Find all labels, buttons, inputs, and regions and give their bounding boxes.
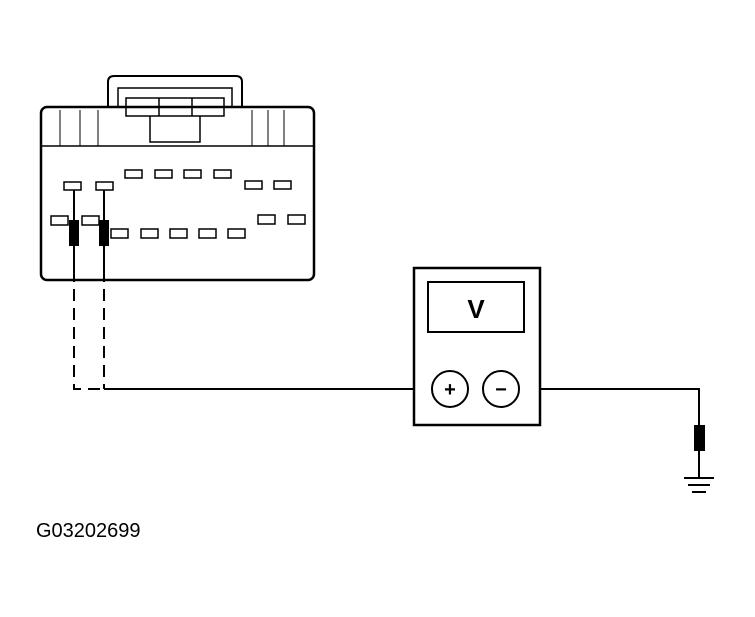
pin-row-upper [63, 169, 292, 191]
positive-terminal [431, 370, 469, 408]
dashed-lead [73, 270, 104, 390]
wiring [73, 270, 700, 425]
ground-icon [684, 477, 714, 493]
voltmeter-display [427, 281, 525, 333]
connector-latch [107, 75, 243, 107]
test-probe-left [69, 190, 79, 270]
connector-latch-inner [117, 87, 233, 107]
ground-probe [694, 425, 705, 478]
connector-body [39, 105, 316, 282]
voltmeter: V + − [412, 266, 542, 427]
negative-terminal-symbol: − [495, 379, 507, 401]
pin-row-lower [50, 214, 306, 239]
positive-terminal-symbol: + [444, 379, 456, 401]
negative-wire [520, 388, 700, 425]
negative-terminal [482, 370, 520, 408]
connector [39, 75, 316, 282]
voltmeter-display-label: V [467, 294, 485, 324]
test-probe-right [99, 190, 109, 270]
figure-id: G03202699 [36, 520, 141, 542]
